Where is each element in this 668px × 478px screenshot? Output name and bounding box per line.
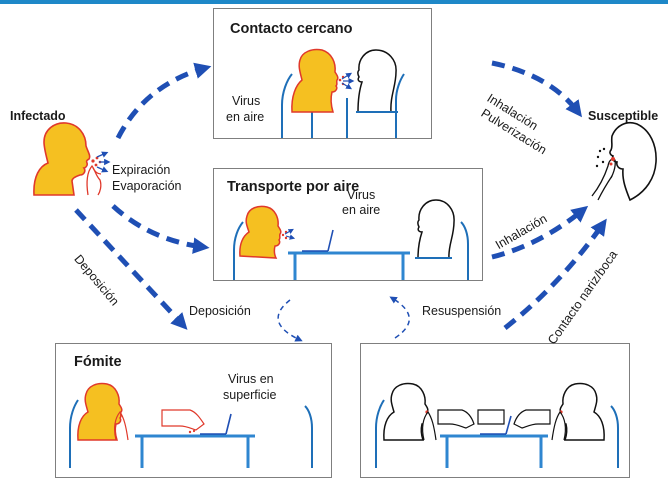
hand-icon (591, 158, 616, 201)
emission-label: Evaporación (112, 179, 182, 193)
head-profile-icon (609, 121, 657, 202)
droplet-icon (188, 429, 196, 434)
hand-icon (161, 409, 205, 431)
droplet-icon (281, 230, 288, 240)
arrow-contact-to-susceptible (503, 218, 607, 330)
virus-label: Virus (347, 188, 376, 202)
head-profile-icon (33, 122, 91, 196)
table-icon (288, 251, 410, 280)
head-profile-icon (291, 48, 339, 113)
diagram-canvas (33, 48, 657, 468)
path-label-resuspension: Resuspensión (422, 304, 502, 318)
arrow-to-fomite (74, 208, 188, 330)
chair-icon (233, 221, 469, 280)
arrow-close-to-susceptible (491, 60, 582, 118)
chair-icon (281, 73, 405, 138)
panel-title: Contacto cercano (230, 21, 353, 37)
arrow-to-airborne (111, 204, 210, 254)
virus-label: Virus en (228, 372, 274, 386)
arrow-air-to-susceptible (491, 205, 589, 260)
panel-title: Fómite (74, 354, 122, 370)
laptop-icon (302, 229, 334, 252)
panel-title: Transporte por aire (227, 179, 360, 195)
virus-label: en aire (342, 203, 381, 217)
hand-icon (86, 164, 102, 196)
infected-label: Infectado (10, 109, 66, 123)
virus-label: en aire (226, 110, 265, 124)
virus-label: Virus (232, 94, 261, 108)
arrow-to-close-contact (115, 62, 212, 140)
chair-icon (375, 399, 619, 468)
head-profile-icon (357, 49, 397, 113)
chair-icon (69, 399, 313, 468)
arrow-hand-to-air (389, 296, 410, 339)
table-icon (135, 434, 255, 468)
head-profile-icon (239, 205, 282, 259)
emission-label: Expiración (112, 163, 171, 177)
table-icon (440, 434, 548, 468)
laptop-icon (200, 413, 232, 435)
laptop-icon (480, 415, 512, 435)
arrow-air-to-fomite (277, 299, 303, 342)
path-label-deposition: Deposición (189, 304, 251, 318)
head-profile-icon (417, 199, 455, 259)
head-profile-icon (77, 382, 123, 441)
hand-icon (114, 410, 129, 441)
droplet-icon (609, 157, 615, 166)
accent-bar (0, 0, 668, 4)
hand-icon (422, 409, 566, 441)
susceptible-label: Susceptible (588, 109, 659, 123)
virus-label: superficie (223, 388, 277, 402)
